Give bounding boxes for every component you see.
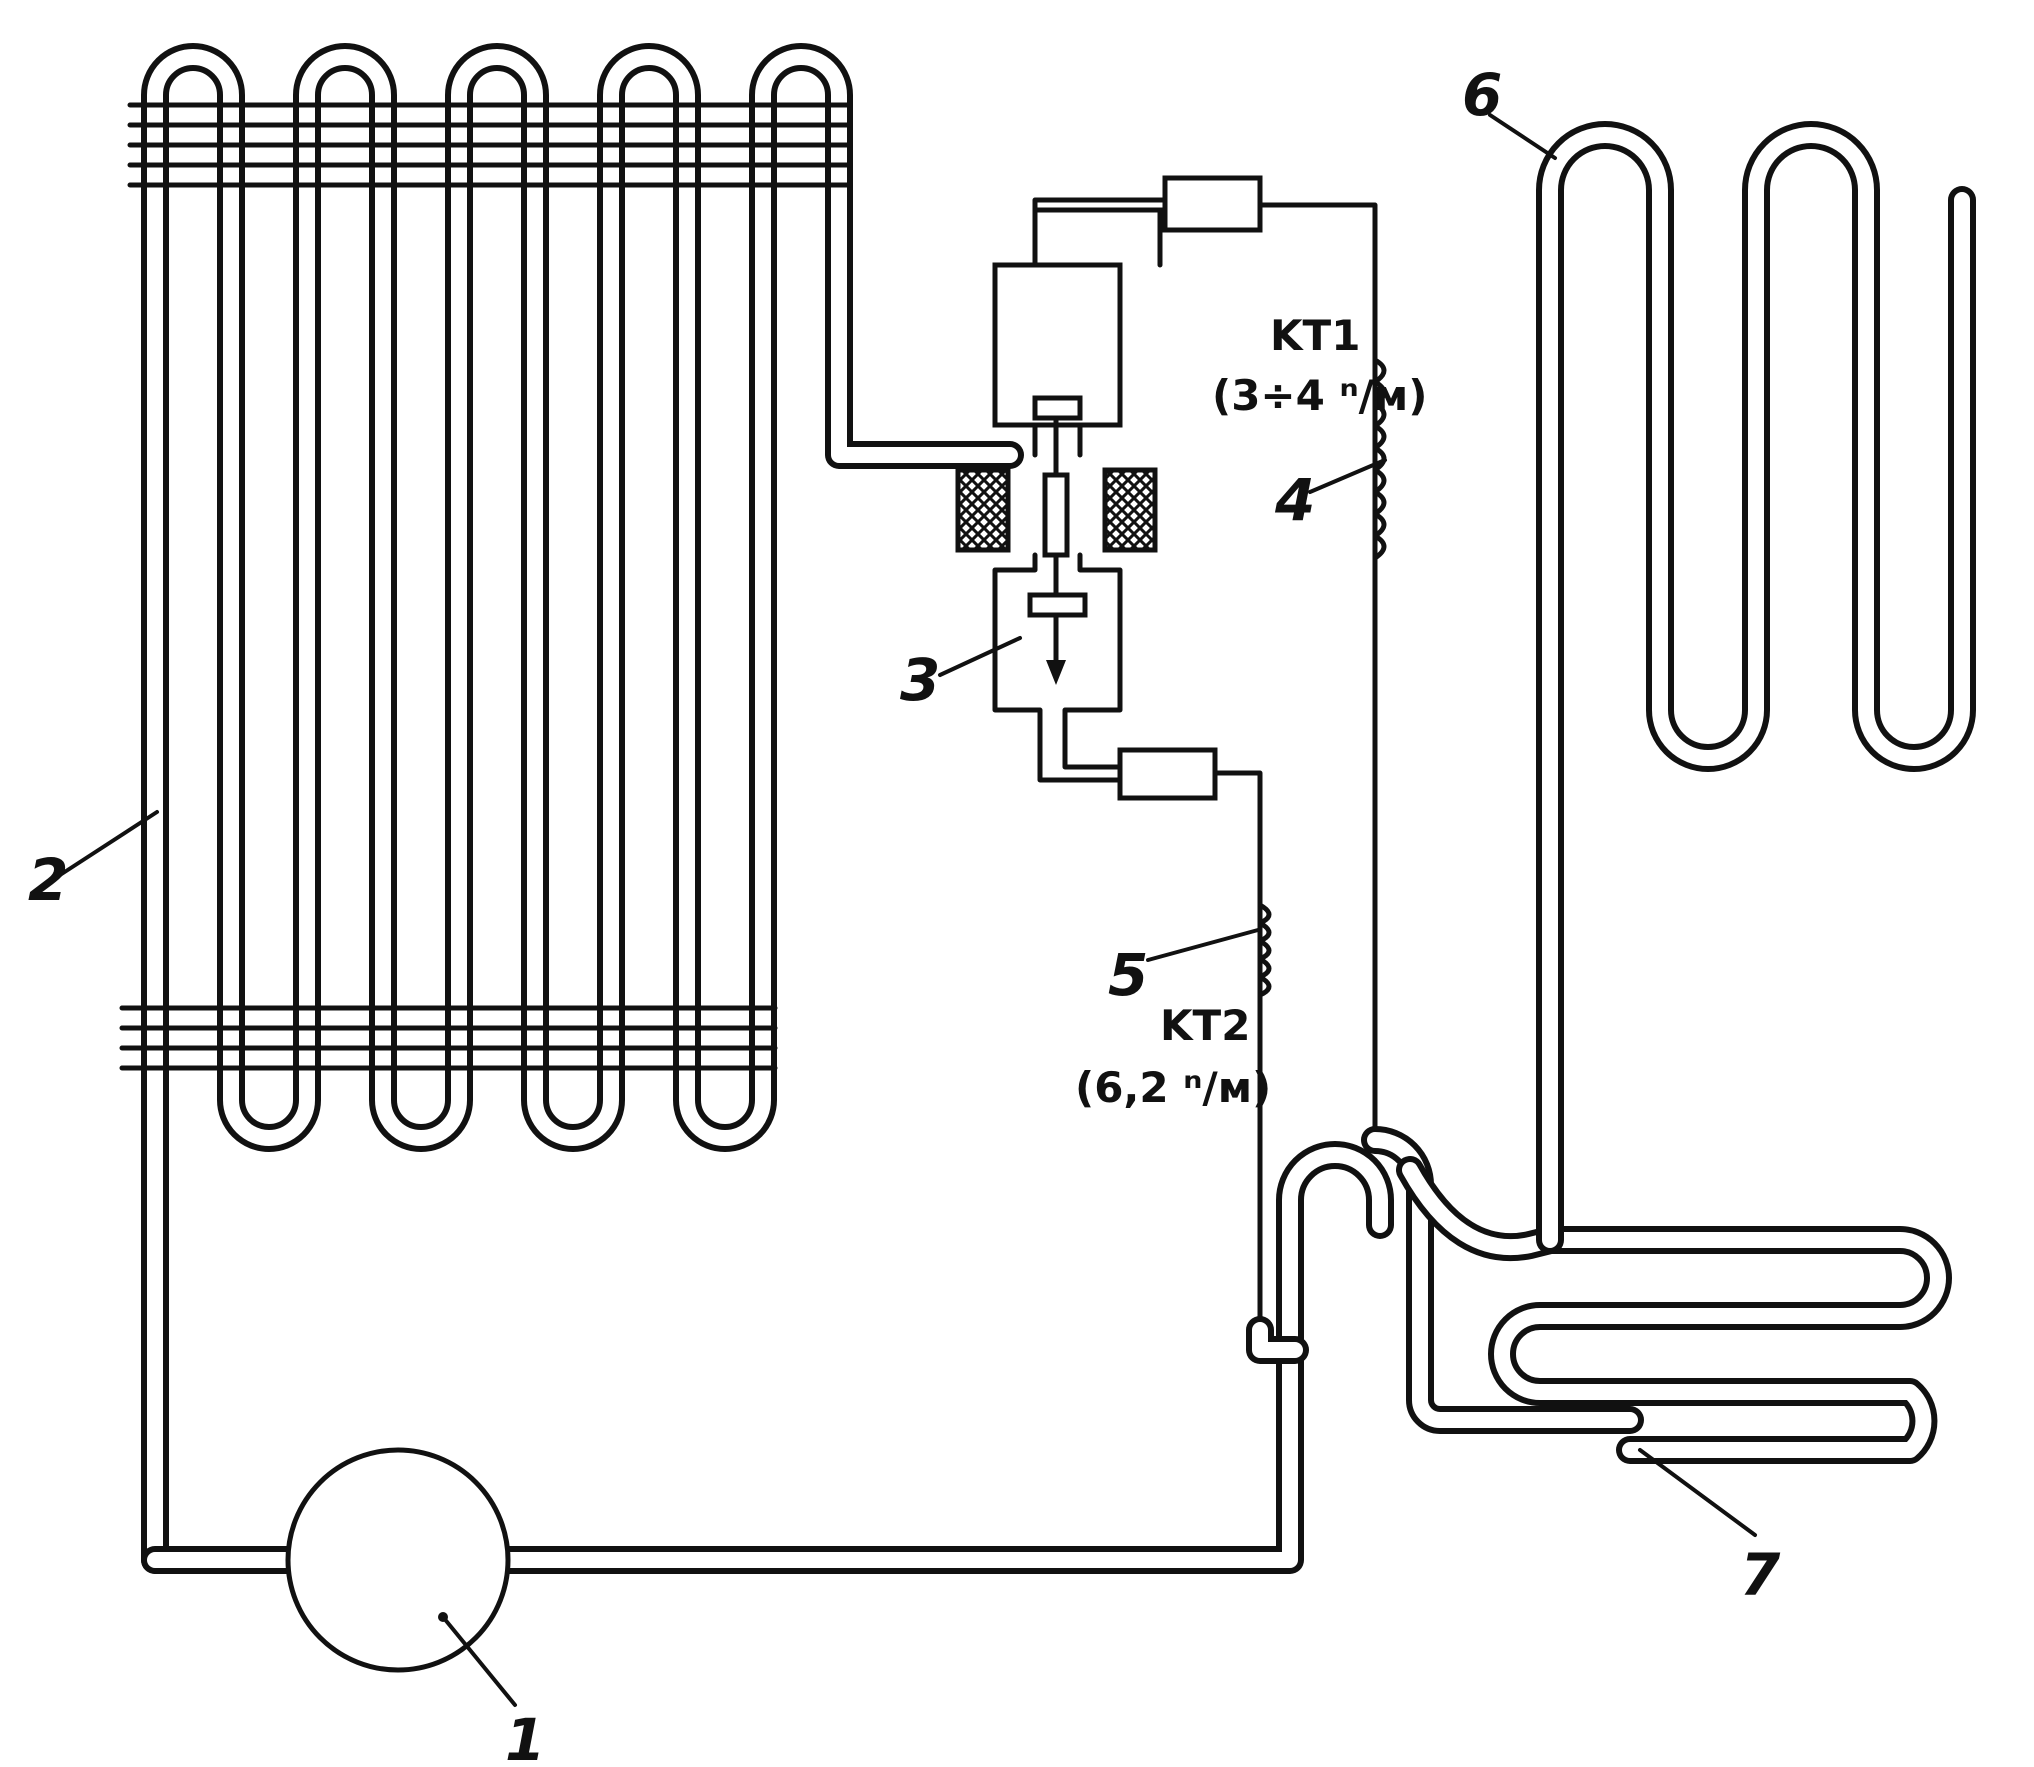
note-kt1-value: (3÷4 ⁿ/м)	[1212, 371, 1427, 420]
label-evaporator-fridge: 7	[1740, 1541, 1781, 1609]
evaporator-feed	[1246, 1126, 1644, 1434]
solenoid-coil-left	[955, 467, 1011, 553]
solenoid-coil-right	[1102, 467, 1158, 553]
evaporator-6	[1488, 113, 1976, 1254]
capillary-coil-kt1	[1308, 357, 1387, 561]
note-kt1: KT1	[1270, 311, 1360, 360]
label-valve: 3	[900, 646, 940, 714]
label-evaporator-freezer: 6	[1462, 61, 1502, 129]
capillary-coil-kt2	[1146, 902, 1272, 998]
label-capillary2: 5	[1108, 941, 1148, 1009]
note-kt2-value: (6,2 ⁿ/м)	[1075, 1063, 1271, 1112]
label-condenser: 2	[28, 846, 68, 914]
evaporator-7	[1396, 1156, 1952, 1537]
solenoid-valve	[938, 175, 1378, 1333]
label-compressor: 1	[505, 1706, 545, 1767]
label-capillary1: 4	[1274, 466, 1315, 534]
note-kt2: KT2	[1160, 1001, 1250, 1050]
compressor-lines	[141, 1141, 1394, 1574]
compressor	[285, 1447, 517, 1707]
condenser-leader	[58, 810, 159, 877]
condenser-coil	[119, 43, 1024, 1574]
